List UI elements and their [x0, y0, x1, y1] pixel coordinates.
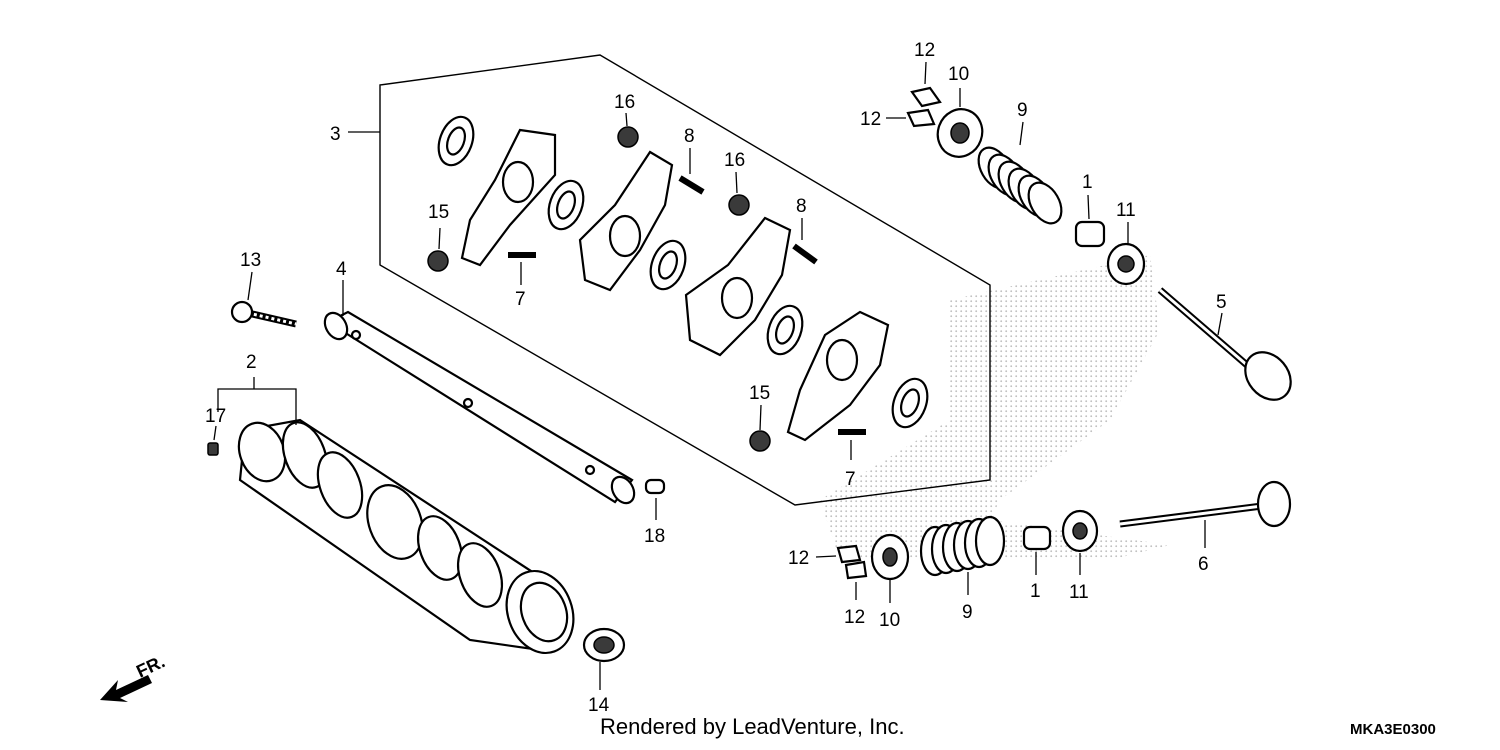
dowel-pin-17 [207, 442, 219, 456]
callout-4: 4 [336, 259, 347, 280]
part-14 [582, 627, 626, 663]
valve-cotter-upper [906, 86, 942, 128]
rocker-arm-2 [578, 150, 674, 292]
callout-12-top: 12 [914, 40, 935, 61]
callout-8-left: 8 [684, 126, 695, 147]
valve-spring-upper [977, 146, 1063, 225]
callout-9-lower: 9 [962, 602, 973, 623]
valve-cotter-lower [836, 544, 868, 580]
callout-7-left: 7 [515, 289, 526, 310]
thrust-washer [437, 115, 929, 429]
callout-15-left: 15 [428, 202, 449, 223]
callout-12-lower-left: 12 [788, 548, 809, 569]
front-direction-arrow-icon [100, 675, 152, 702]
callout-11-lower: 11 [1069, 582, 1089, 603]
adjusting-screw [508, 175, 866, 435]
rocker-arm-1 [460, 128, 557, 267]
bolt-13 [230, 300, 297, 328]
callout-15-right: 15 [749, 383, 770, 404]
valve-spring-lower [919, 515, 1006, 577]
pin-18 [644, 478, 666, 495]
callout-7-right: 7 [845, 469, 856, 490]
front-direction-label: FR. [133, 651, 168, 681]
spring-retainer-lower [870, 533, 910, 581]
callout-6: 6 [1198, 554, 1209, 575]
spring-retainer-upper [936, 108, 984, 158]
lock-nut-16 [617, 126, 750, 216]
callout-2: 2 [246, 352, 257, 373]
callout-1-upper: 1 [1082, 172, 1093, 193]
callout-8-right: 8 [796, 196, 807, 217]
lock-nut-15 [427, 250, 771, 452]
rocker-arm-3 [684, 216, 792, 357]
callout-1-lower: 1 [1030, 581, 1041, 602]
callout-18: 18 [644, 526, 665, 547]
spring-seat-lower [1061, 509, 1099, 553]
diagram-code: MKA3E0300 [1350, 721, 1436, 738]
callout-14: 14 [588, 695, 610, 716]
callout-16-right: 16 [724, 150, 745, 171]
callout-9-upper: 9 [1017, 100, 1028, 121]
callout-11-upper: 11 [1116, 200, 1136, 221]
intake-valve [1157, 287, 1292, 401]
rocker-arm-4 [786, 310, 890, 442]
valve-stem-seal-lower [1022, 525, 1052, 551]
spring-seat-upper [1106, 242, 1146, 286]
callout-labels: 1 1 2 3 4 5 6 7 7 8 8 9 9 10 10 11 11 12… [205, 40, 1227, 716]
footer-credit: Rendered by LeadVenture, Inc. [600, 714, 905, 739]
callout-16-left: 16 [614, 92, 635, 113]
halftone-shading [820, 255, 1170, 560]
callout-12-bottom: 12 [844, 607, 865, 628]
callout-13: 13 [240, 250, 261, 271]
valve-stem-seal-upper [1074, 220, 1106, 248]
callout-12-upper-left: 12 [860, 109, 881, 130]
callout-17: 17 [205, 406, 226, 427]
callout-10-lower: 10 [879, 610, 900, 631]
callout-3: 3 [330, 124, 341, 145]
rocker-arm-group-box [379, 54, 991, 506]
callout-10-upper: 10 [948, 64, 969, 85]
callout-5: 5 [1216, 292, 1227, 313]
camshaft [237, 418, 575, 655]
exhaust-valve [1119, 480, 1292, 528]
rocker-shaft [323, 310, 636, 505]
